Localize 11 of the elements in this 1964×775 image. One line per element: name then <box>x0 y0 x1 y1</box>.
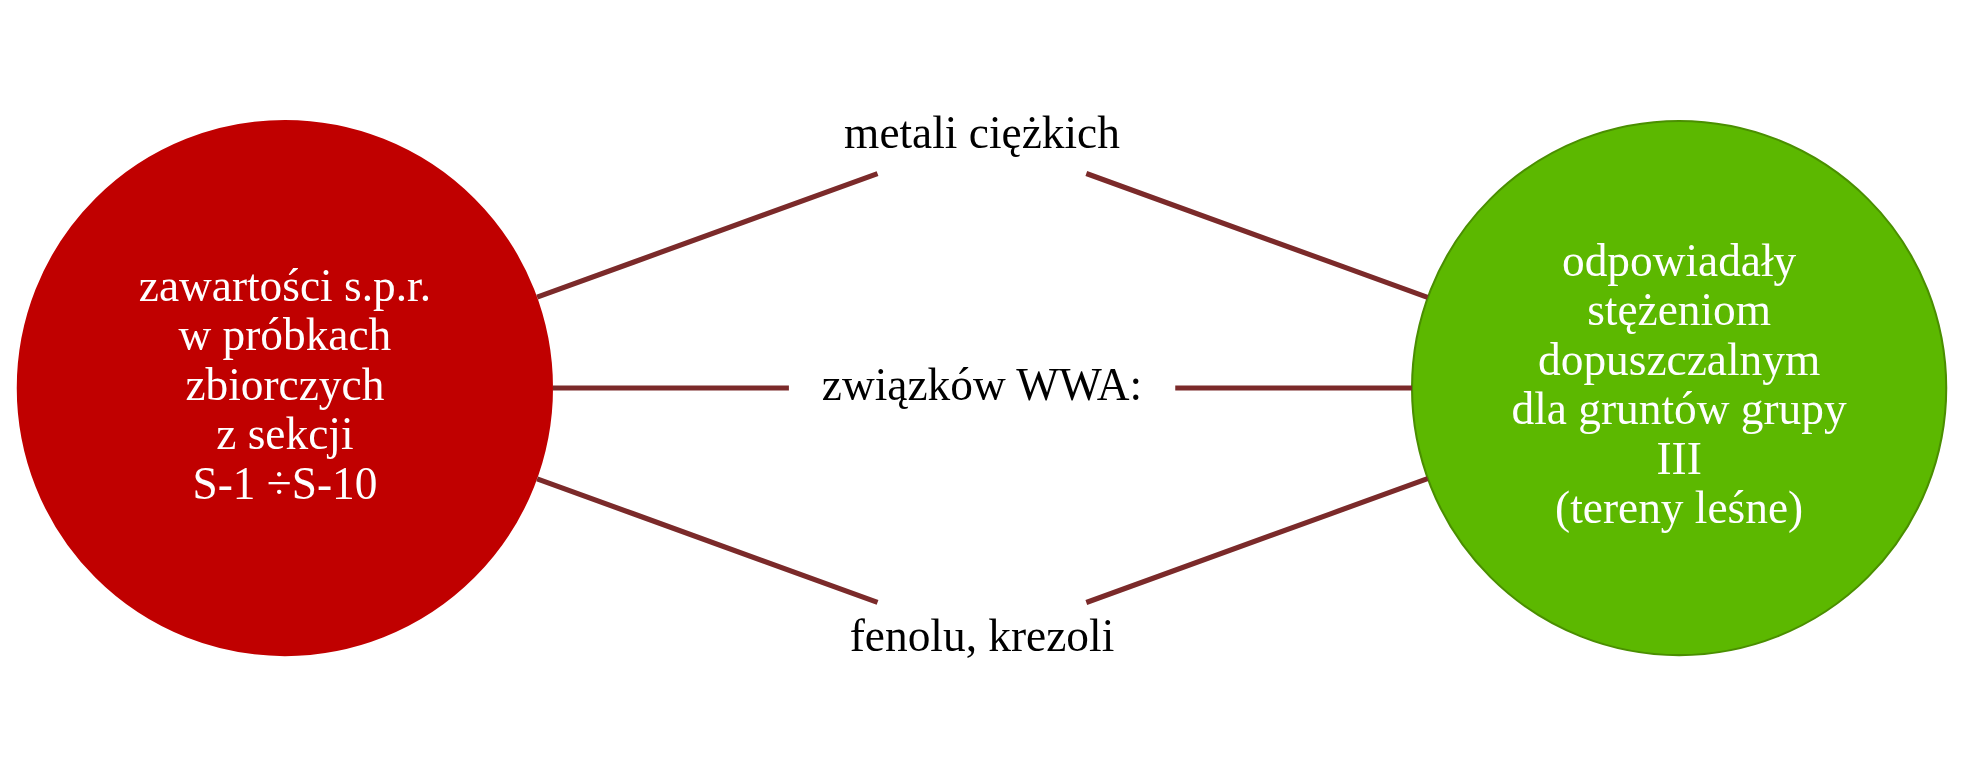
node-circle: odpowiadały stężeniom dopuszczalnym dla gruntów grupy III (tereny leśne) <box>1411 119 1948 656</box>
node-text: metali ciężkich <box>844 107 1120 158</box>
connector <box>1085 170 1429 300</box>
node-circle: zawartości s.p.r. w próbkach zbiorczych z sekcji S-1 ÷S-10 <box>16 119 553 656</box>
connector <box>552 384 789 391</box>
connector <box>1085 475 1429 605</box>
node-text: fenolu, krezoli <box>849 610 1115 661</box>
connector <box>536 475 879 605</box>
node-text: związków WWA: <box>821 359 1143 410</box>
connector <box>1175 384 1412 391</box>
connector <box>536 170 879 300</box>
